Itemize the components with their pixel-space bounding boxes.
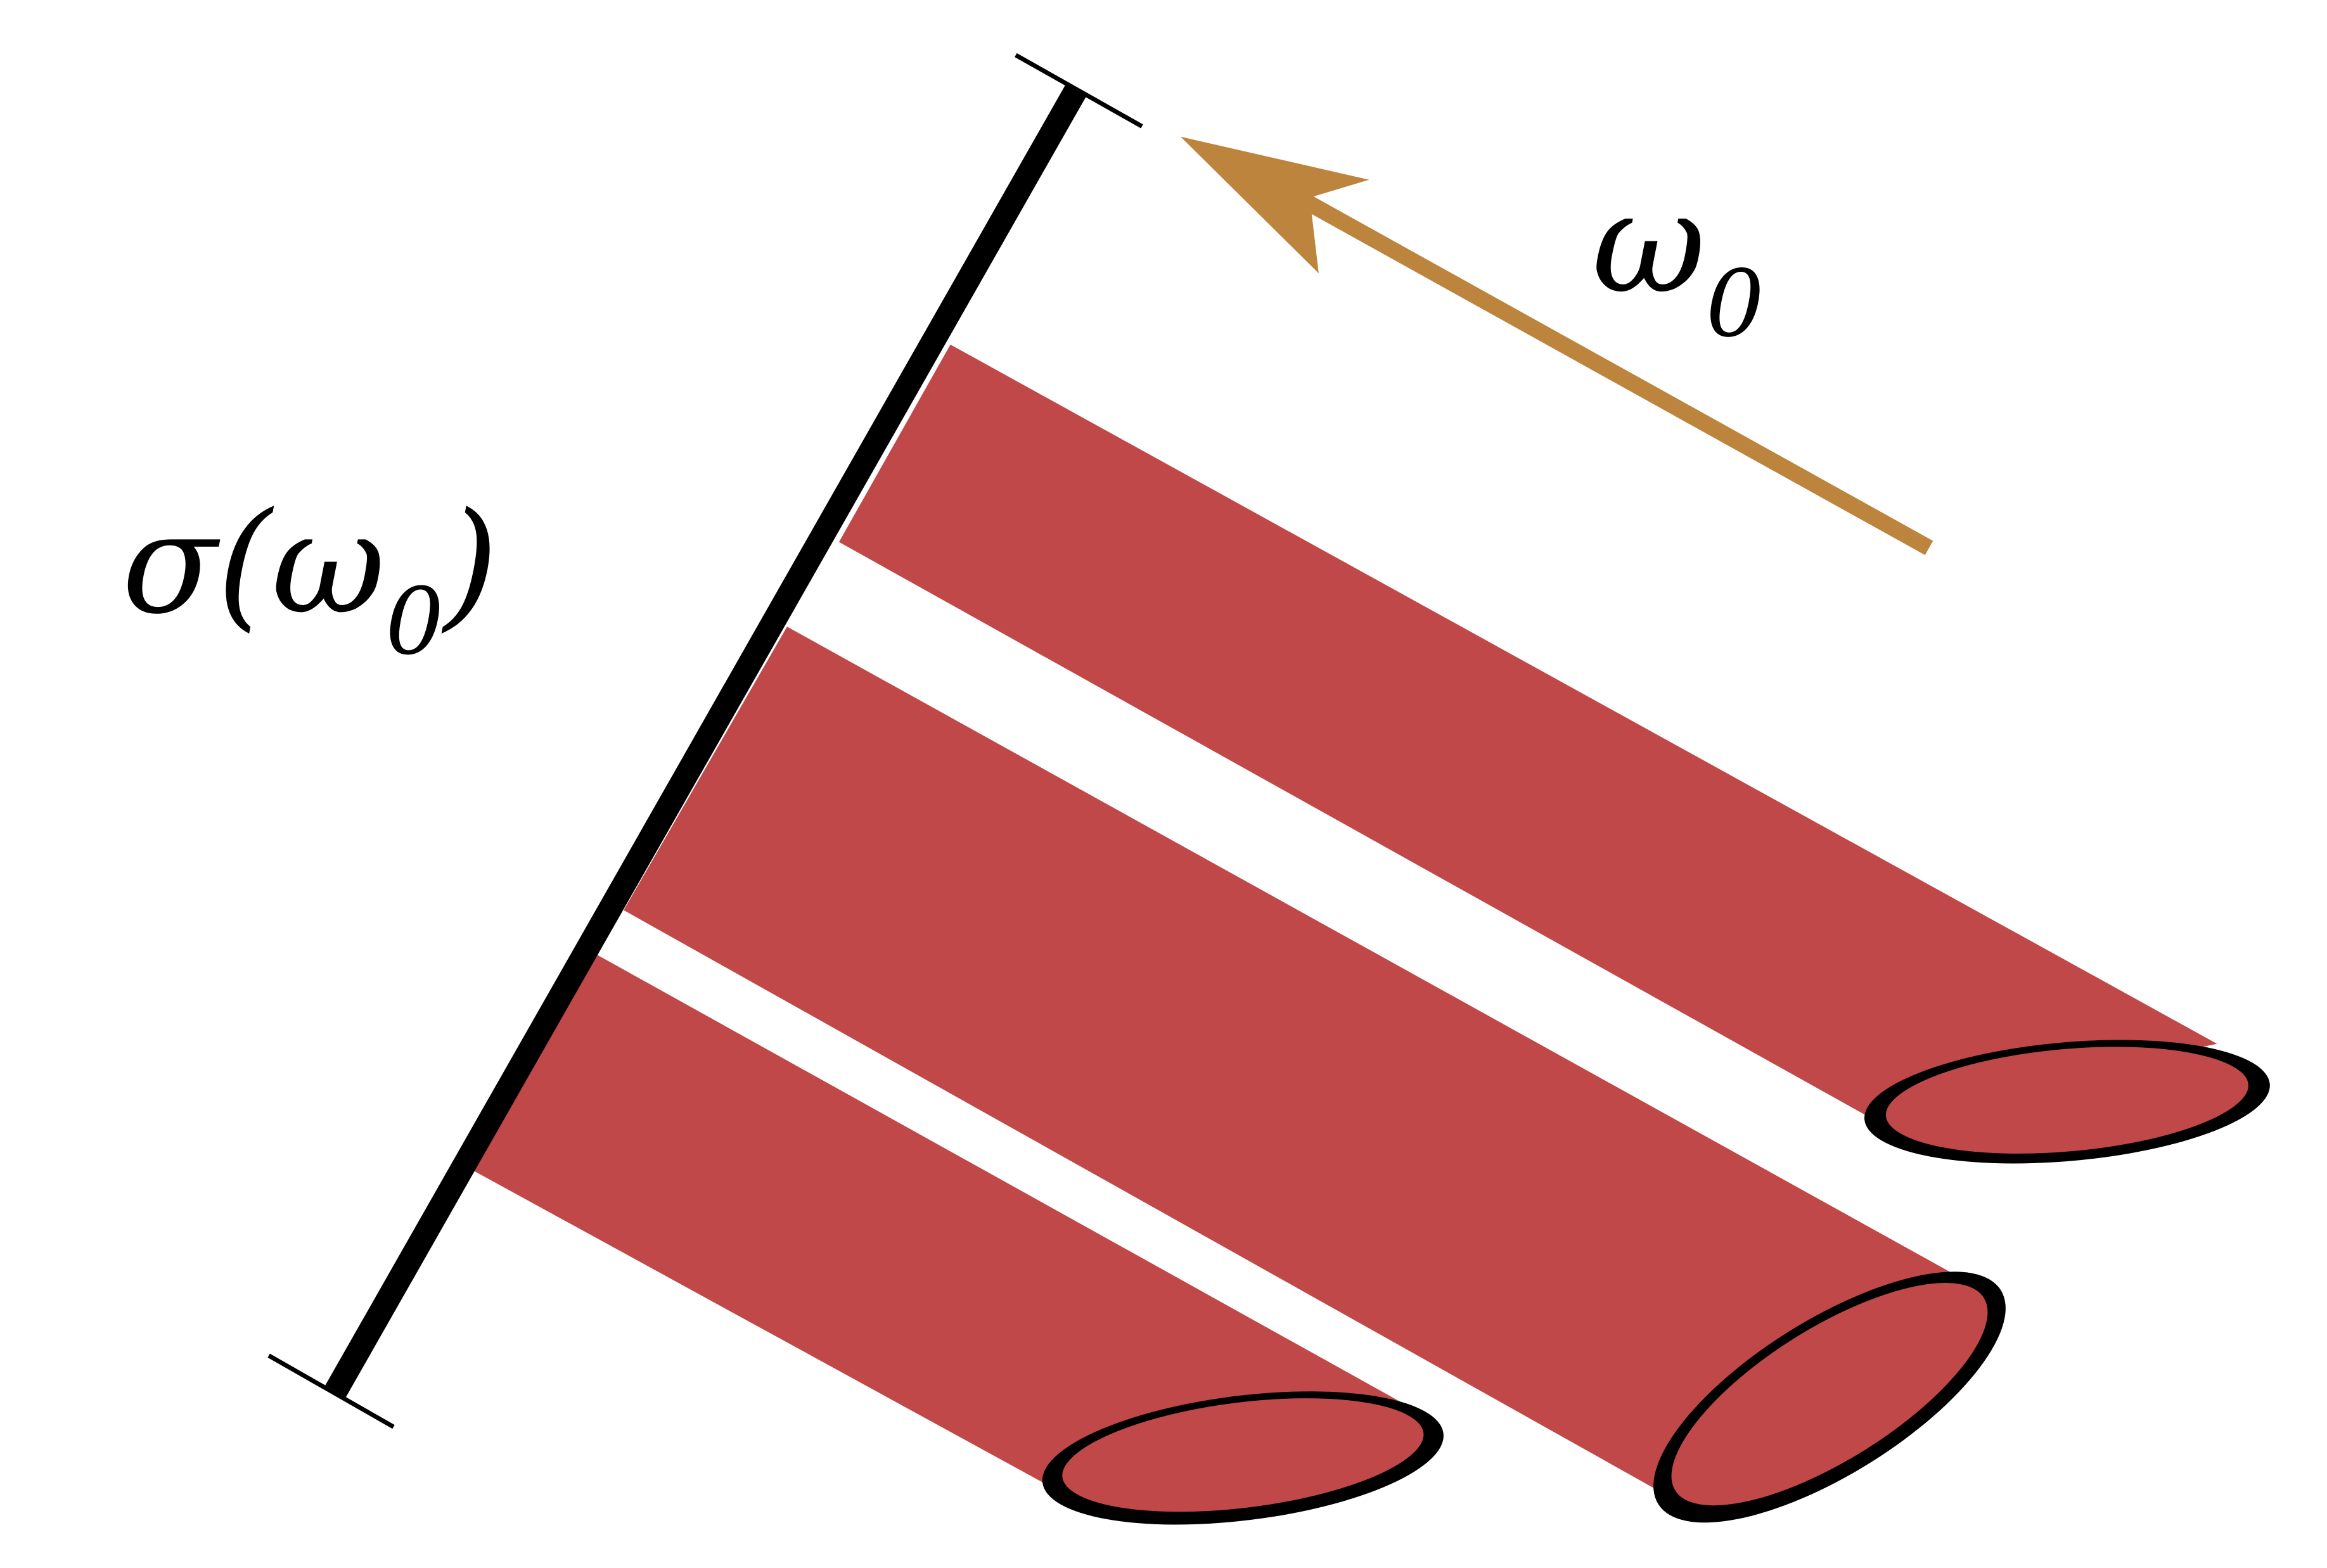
cylinder-bottom-cap [1058, 1394, 1428, 1517]
cross-section-label-close: ) [441, 483, 498, 645]
cylinder-middle-cap [1667, 1278, 1992, 1510]
cross-section-label: σ(ω0) [122, 483, 498, 676]
cross-section-label-subscript: 0 [385, 568, 444, 675]
cylinder-bottom-body [472, 954, 1411, 1485]
incident-arrow-head [1180, 136, 1369, 274]
incident-arrow [1180, 136, 1933, 556]
cross-section-bar [267, 53, 1143, 1429]
cylinder-top-cap [1881, 1042, 2253, 1158]
cross-section-label-main: σ(ω [122, 483, 385, 645]
cross-section-bar-top-cap [1015, 53, 1143, 129]
cross-section-bar-bottom-cap [267, 1353, 395, 1429]
frequency-label-main: ω [1592, 162, 1706, 324]
frequency-label-subscript: 0 [1706, 251, 1764, 358]
cylinder-middle-body [624, 627, 1975, 1489]
cylinder-top [838, 344, 2270, 1164]
cylinder-middle [624, 627, 2006, 1523]
frequency-label: ω0 [1592, 162, 1764, 358]
cylinder-bottom [472, 954, 1444, 1525]
cylinder-top-body [838, 344, 2217, 1117]
cross-section-bar-line [325, 83, 1087, 1398]
incident-arrow-shaft [1302, 194, 1933, 556]
